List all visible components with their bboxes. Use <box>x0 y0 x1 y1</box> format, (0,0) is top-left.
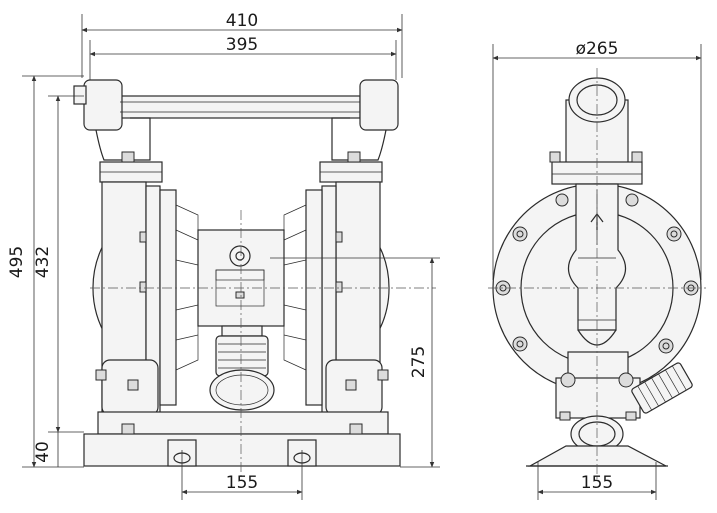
front-base <box>83 359 401 467</box>
dim-inlet-height: 275 <box>409 346 429 378</box>
front-view <box>73 79 436 478</box>
side-lower-body <box>555 351 693 421</box>
front-muffler <box>209 325 275 411</box>
side-muffler <box>631 362 693 414</box>
front-upper-flanges <box>99 151 383 183</box>
dim-overall-height: 495 <box>7 246 27 278</box>
front-top-manifold <box>73 79 399 161</box>
side-view <box>488 68 706 480</box>
dim-side-mount-spacing: 155 <box>581 473 613 493</box>
dim-overall-width: 410 <box>226 11 258 31</box>
dim-front-mount-spacing: 155 <box>226 473 258 493</box>
side-bolts <box>495 193 699 354</box>
side-dimensions: ø265 155 <box>492 39 702 500</box>
front-dimensions: 410 395 495 432 40 275 155 <box>7 11 440 500</box>
front-bolts <box>95 231 389 391</box>
dim-manifold-width: 395 <box>226 35 258 55</box>
dim-side-diameter: ø265 <box>576 39 619 59</box>
side-outlet <box>549 77 643 185</box>
dim-outlet-height: 432 <box>33 246 53 278</box>
dim-base-height: 40 <box>33 441 53 463</box>
